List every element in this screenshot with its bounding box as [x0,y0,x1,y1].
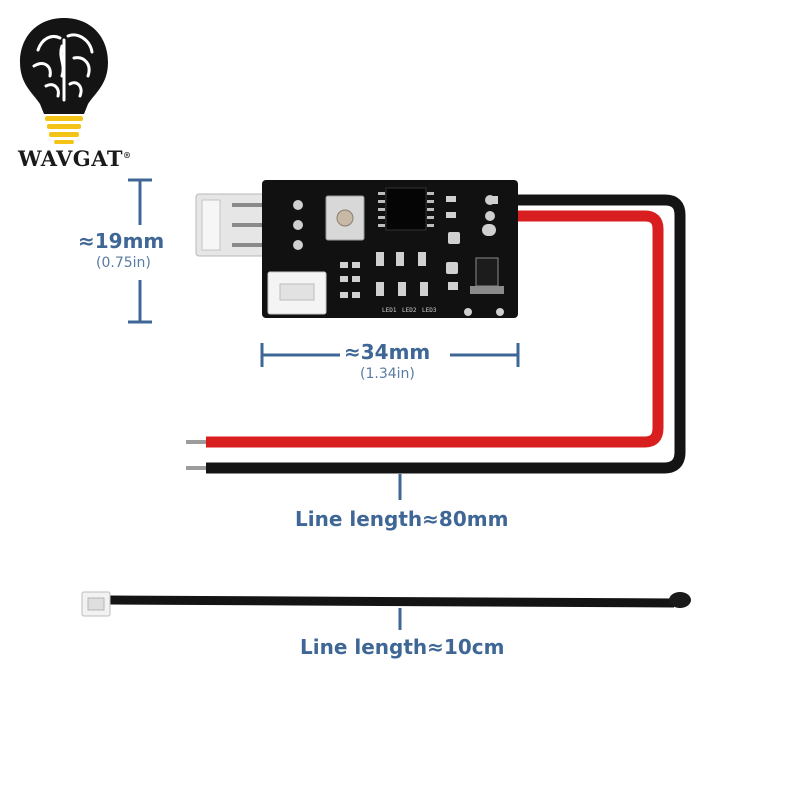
pcb-board [262,180,518,318]
height-mm-label: ≈19mm [78,229,165,253]
height-dimension-line [128,178,152,324]
brand-name: WAVGAT [18,146,124,171]
width-in-label: (1.34in) [360,366,415,382]
brain-bulb-logo [20,18,108,144]
height-in-label: (0.75in) [96,255,151,271]
width-dimension-line [260,343,520,367]
led1-label: LED1 [382,307,397,314]
led2-label: LED2 [402,307,417,314]
probe-length-label: Line length≈10cm [300,635,505,659]
registered-mark: ® [123,150,132,160]
brand-logo-text: WAVGAT® [18,146,132,171]
lead-length-label: Line length≈80mm [295,507,509,531]
width-mm-label: ≈34mm [344,340,431,364]
led3-label: LED3 [422,307,437,314]
thermistor-probe [81,591,691,617]
lead-wires [186,194,686,474]
